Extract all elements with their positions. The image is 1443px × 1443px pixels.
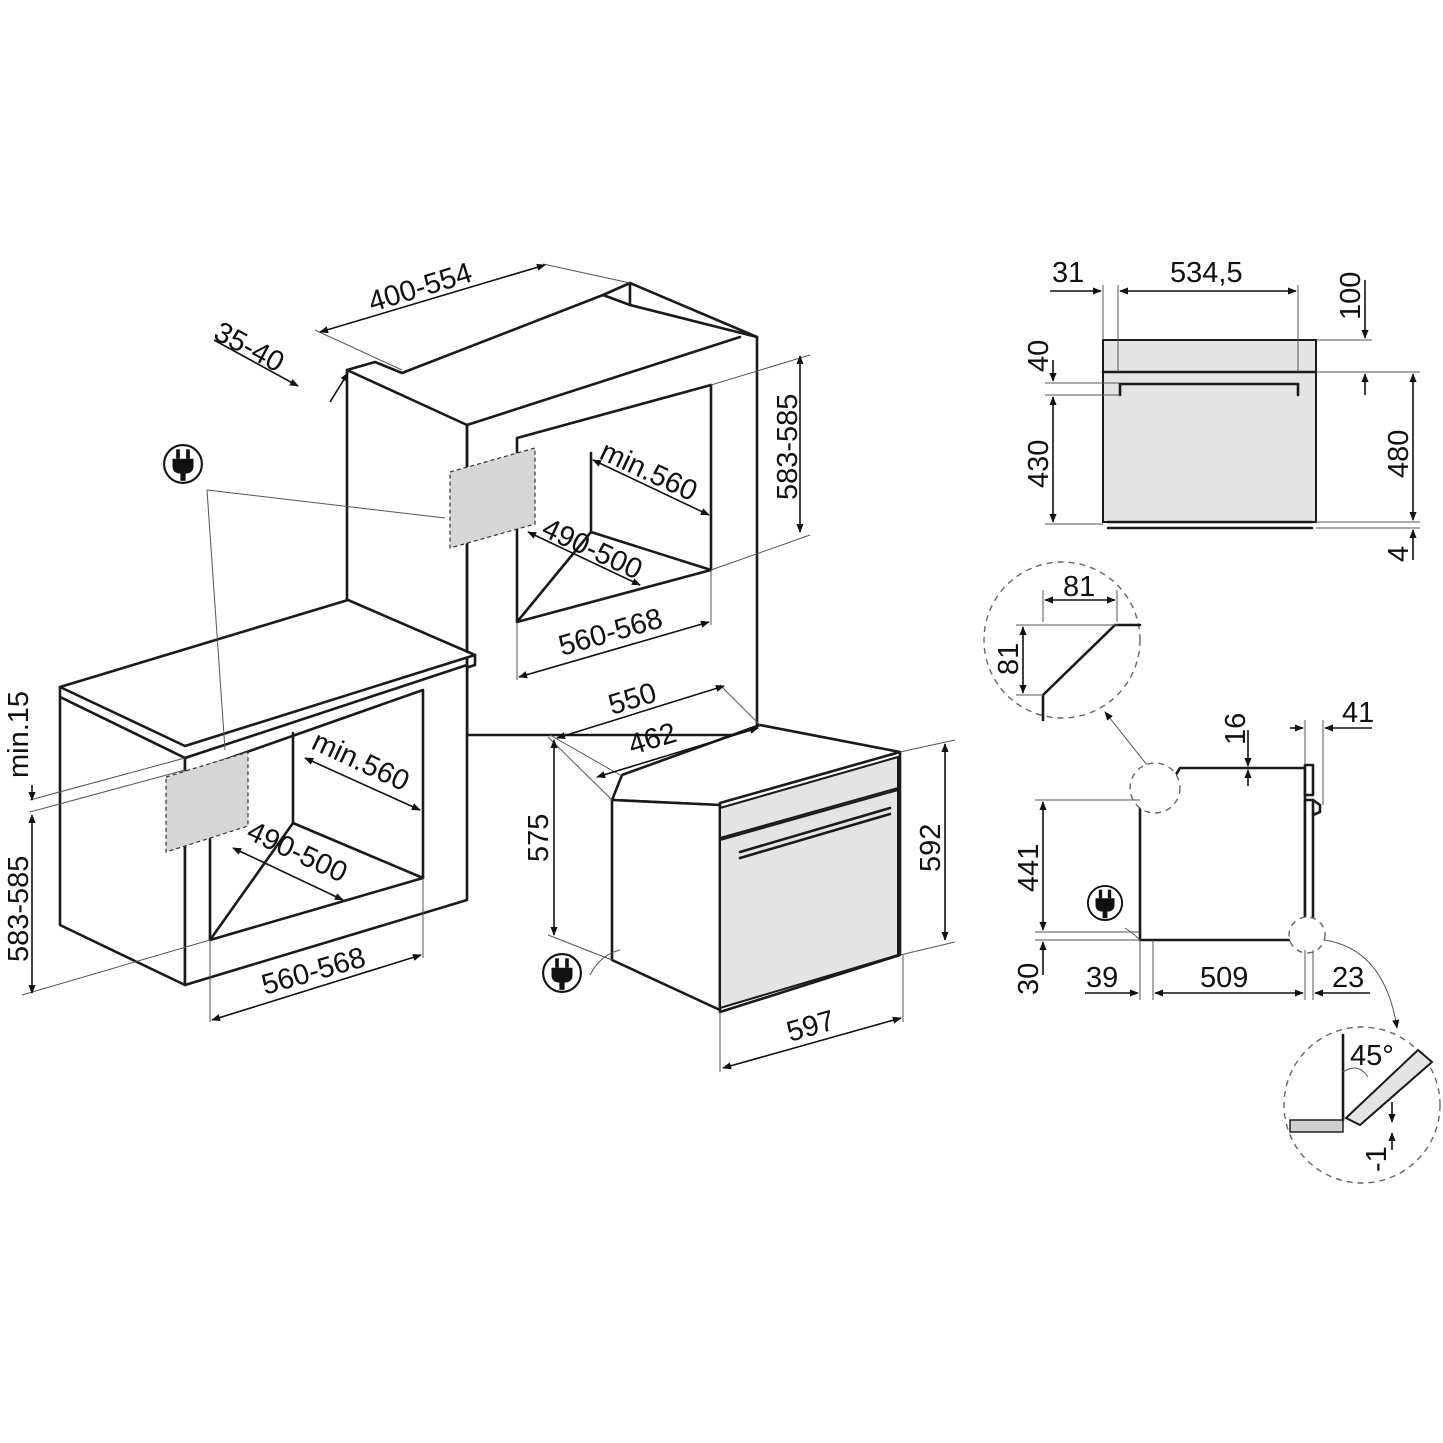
- label-41: 41: [1342, 697, 1374, 729]
- label-575: 575: [523, 814, 555, 862]
- power-plug-icon: [1086, 884, 1124, 922]
- label-441: 441: [1013, 844, 1045, 892]
- label-592: 592: [915, 824, 947, 872]
- label-min15: min.15: [3, 691, 35, 778]
- under-counter-cabinet: [58, 598, 477, 987]
- oven-side-view: [1124, 762, 1326, 954]
- label-100: 100: [1335, 272, 1367, 320]
- dimension-lines-side: [1035, 720, 1400, 1029]
- label-4: 4: [1383, 546, 1415, 562]
- label-16: 16: [1220, 713, 1252, 745]
- electrical-connection-zone-bottom: [165, 751, 249, 853]
- label-30: 30: [1013, 963, 1045, 995]
- detail-door-bevel: [1283, 1026, 1441, 1184]
- label-583-585-left: 583-585: [3, 856, 35, 962]
- label-480: 480: [1383, 430, 1415, 478]
- power-cable: [589, 949, 621, 976]
- electrical-connection-zone-top: [449, 447, 536, 549]
- label-31: 31: [1052, 257, 1084, 289]
- label-23: 23: [1332, 962, 1364, 994]
- oven-isometric: [589, 723, 902, 1014]
- label-509: 509: [1200, 962, 1248, 994]
- label-45deg: 45°: [1350, 1040, 1394, 1072]
- dimension-lines-front: [1045, 280, 1420, 560]
- label-81-h: 81: [1063, 571, 1095, 603]
- label-400-554: 400-554: [365, 257, 476, 319]
- oven-front-view: [1101, 339, 1318, 530]
- label-583-585-top: 583-585: [772, 394, 804, 500]
- detail-corner-chamfer: [983, 561, 1156, 776]
- label-534-5: 534,5: [1170, 257, 1243, 289]
- label-40: 40: [1023, 340, 1055, 372]
- power-plug-icon: [542, 953, 582, 993]
- label-minus1: -1: [1361, 1146, 1393, 1172]
- dimension-lines-main: [21, 263, 956, 1072]
- label-81-v: 81: [993, 643, 1025, 675]
- label-39: 39: [1086, 962, 1118, 994]
- label-430: 430: [1023, 440, 1055, 488]
- label-35-40: 35-40: [209, 316, 290, 379]
- power-plug-icon: [163, 444, 203, 484]
- label-597: 597: [783, 1005, 838, 1049]
